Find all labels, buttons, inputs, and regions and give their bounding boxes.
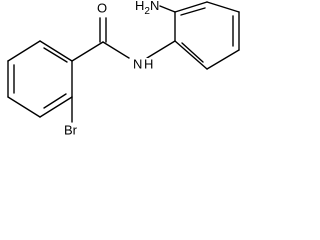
carbonyl-to-nitrogen-bond [102,41,130,59]
ring-a-bond [39,40,73,62]
atom-labels: O N H H2N Br [63,0,159,138]
ring-a-double-bond [43,47,68,63]
bromine-label: Br [64,122,78,137]
ring-b-bond [206,1,240,13]
nitrogen-hydrogen-label: H [144,56,153,71]
ring-b-bond [174,1,208,13]
ring-a-bond [7,96,41,118]
ring-b-bond [174,40,208,70]
ring-b-double-bond [180,7,206,16]
nitrogen-to-ring-bond [146,40,176,59]
ring-b-double-bond [181,42,204,63]
bonds [7,1,240,123]
nitrogen-label: N [133,56,142,71]
amino-group-label: H2N [135,0,159,17]
carbon-amino-bond [159,5,176,13]
chemical-structure: O N H H2N Br [7,0,240,138]
ring-a-bond [39,96,73,118]
ring-b-bond [206,49,240,70]
ring-to-carbonyl-bond [71,41,104,62]
oxygen-label: O [97,0,107,15]
ring-a-bond [7,40,41,62]
ring-a-double-bond [43,93,67,109]
